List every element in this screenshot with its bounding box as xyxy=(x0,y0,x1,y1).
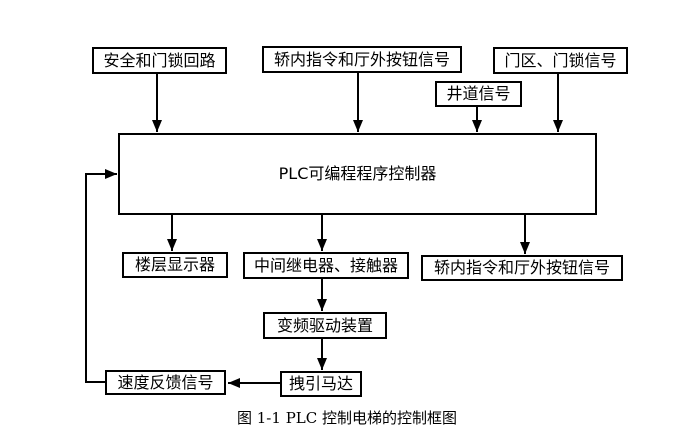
node-hoistway-signals: 井道信号 xyxy=(435,81,522,107)
figure-caption: 图 1-1 PLC 控制电梯的控制框图 xyxy=(237,409,457,427)
node-traction-motor: 拽引马达 xyxy=(280,371,362,397)
arrow-speedfb-to-plc-feedback xyxy=(85,169,117,383)
node-label: PLC可编程程序控制器 xyxy=(278,164,437,183)
node-car-commands-hall-buttons-output: 轿内指令和厅外按钮信号 xyxy=(421,255,623,281)
node-safety-door-lock-circuit: 安全和门锁回路 xyxy=(92,47,227,74)
node-label: 速度反馈信号 xyxy=(117,372,214,392)
node-car-commands-hall-buttons-input: 轿内指令和厅外按钮信号 xyxy=(262,46,462,73)
node-door-zone-door-lock-signals: 门区、门锁信号 xyxy=(493,47,628,74)
node-floor-display: 楼层显示器 xyxy=(122,252,228,278)
node-label: 轿内指令和厅外按钮信号 xyxy=(433,258,610,277)
node-label: 井道信号 xyxy=(446,84,511,103)
node-vfd-drive-unit: 变频驱动装置 xyxy=(263,312,387,339)
node-intermediate-relays-contactors: 中间继电器、接触器 xyxy=(243,252,409,279)
node-plc-controller: PLC可编程程序控制器 xyxy=(118,133,597,215)
node-label: 中间继电器、接触器 xyxy=(253,255,398,275)
node-label: 门区、门锁信号 xyxy=(504,50,617,70)
node-label: 轿内指令和厅外按钮信号 xyxy=(273,49,450,69)
node-label: 安全和门锁回路 xyxy=(103,50,216,70)
node-label: 拽引马达 xyxy=(288,374,353,393)
node-label: 楼层显示器 xyxy=(134,255,215,274)
node-speed-feedback-signal: 速度反馈信号 xyxy=(105,370,226,395)
node-label: 变频驱动装置 xyxy=(276,315,373,335)
